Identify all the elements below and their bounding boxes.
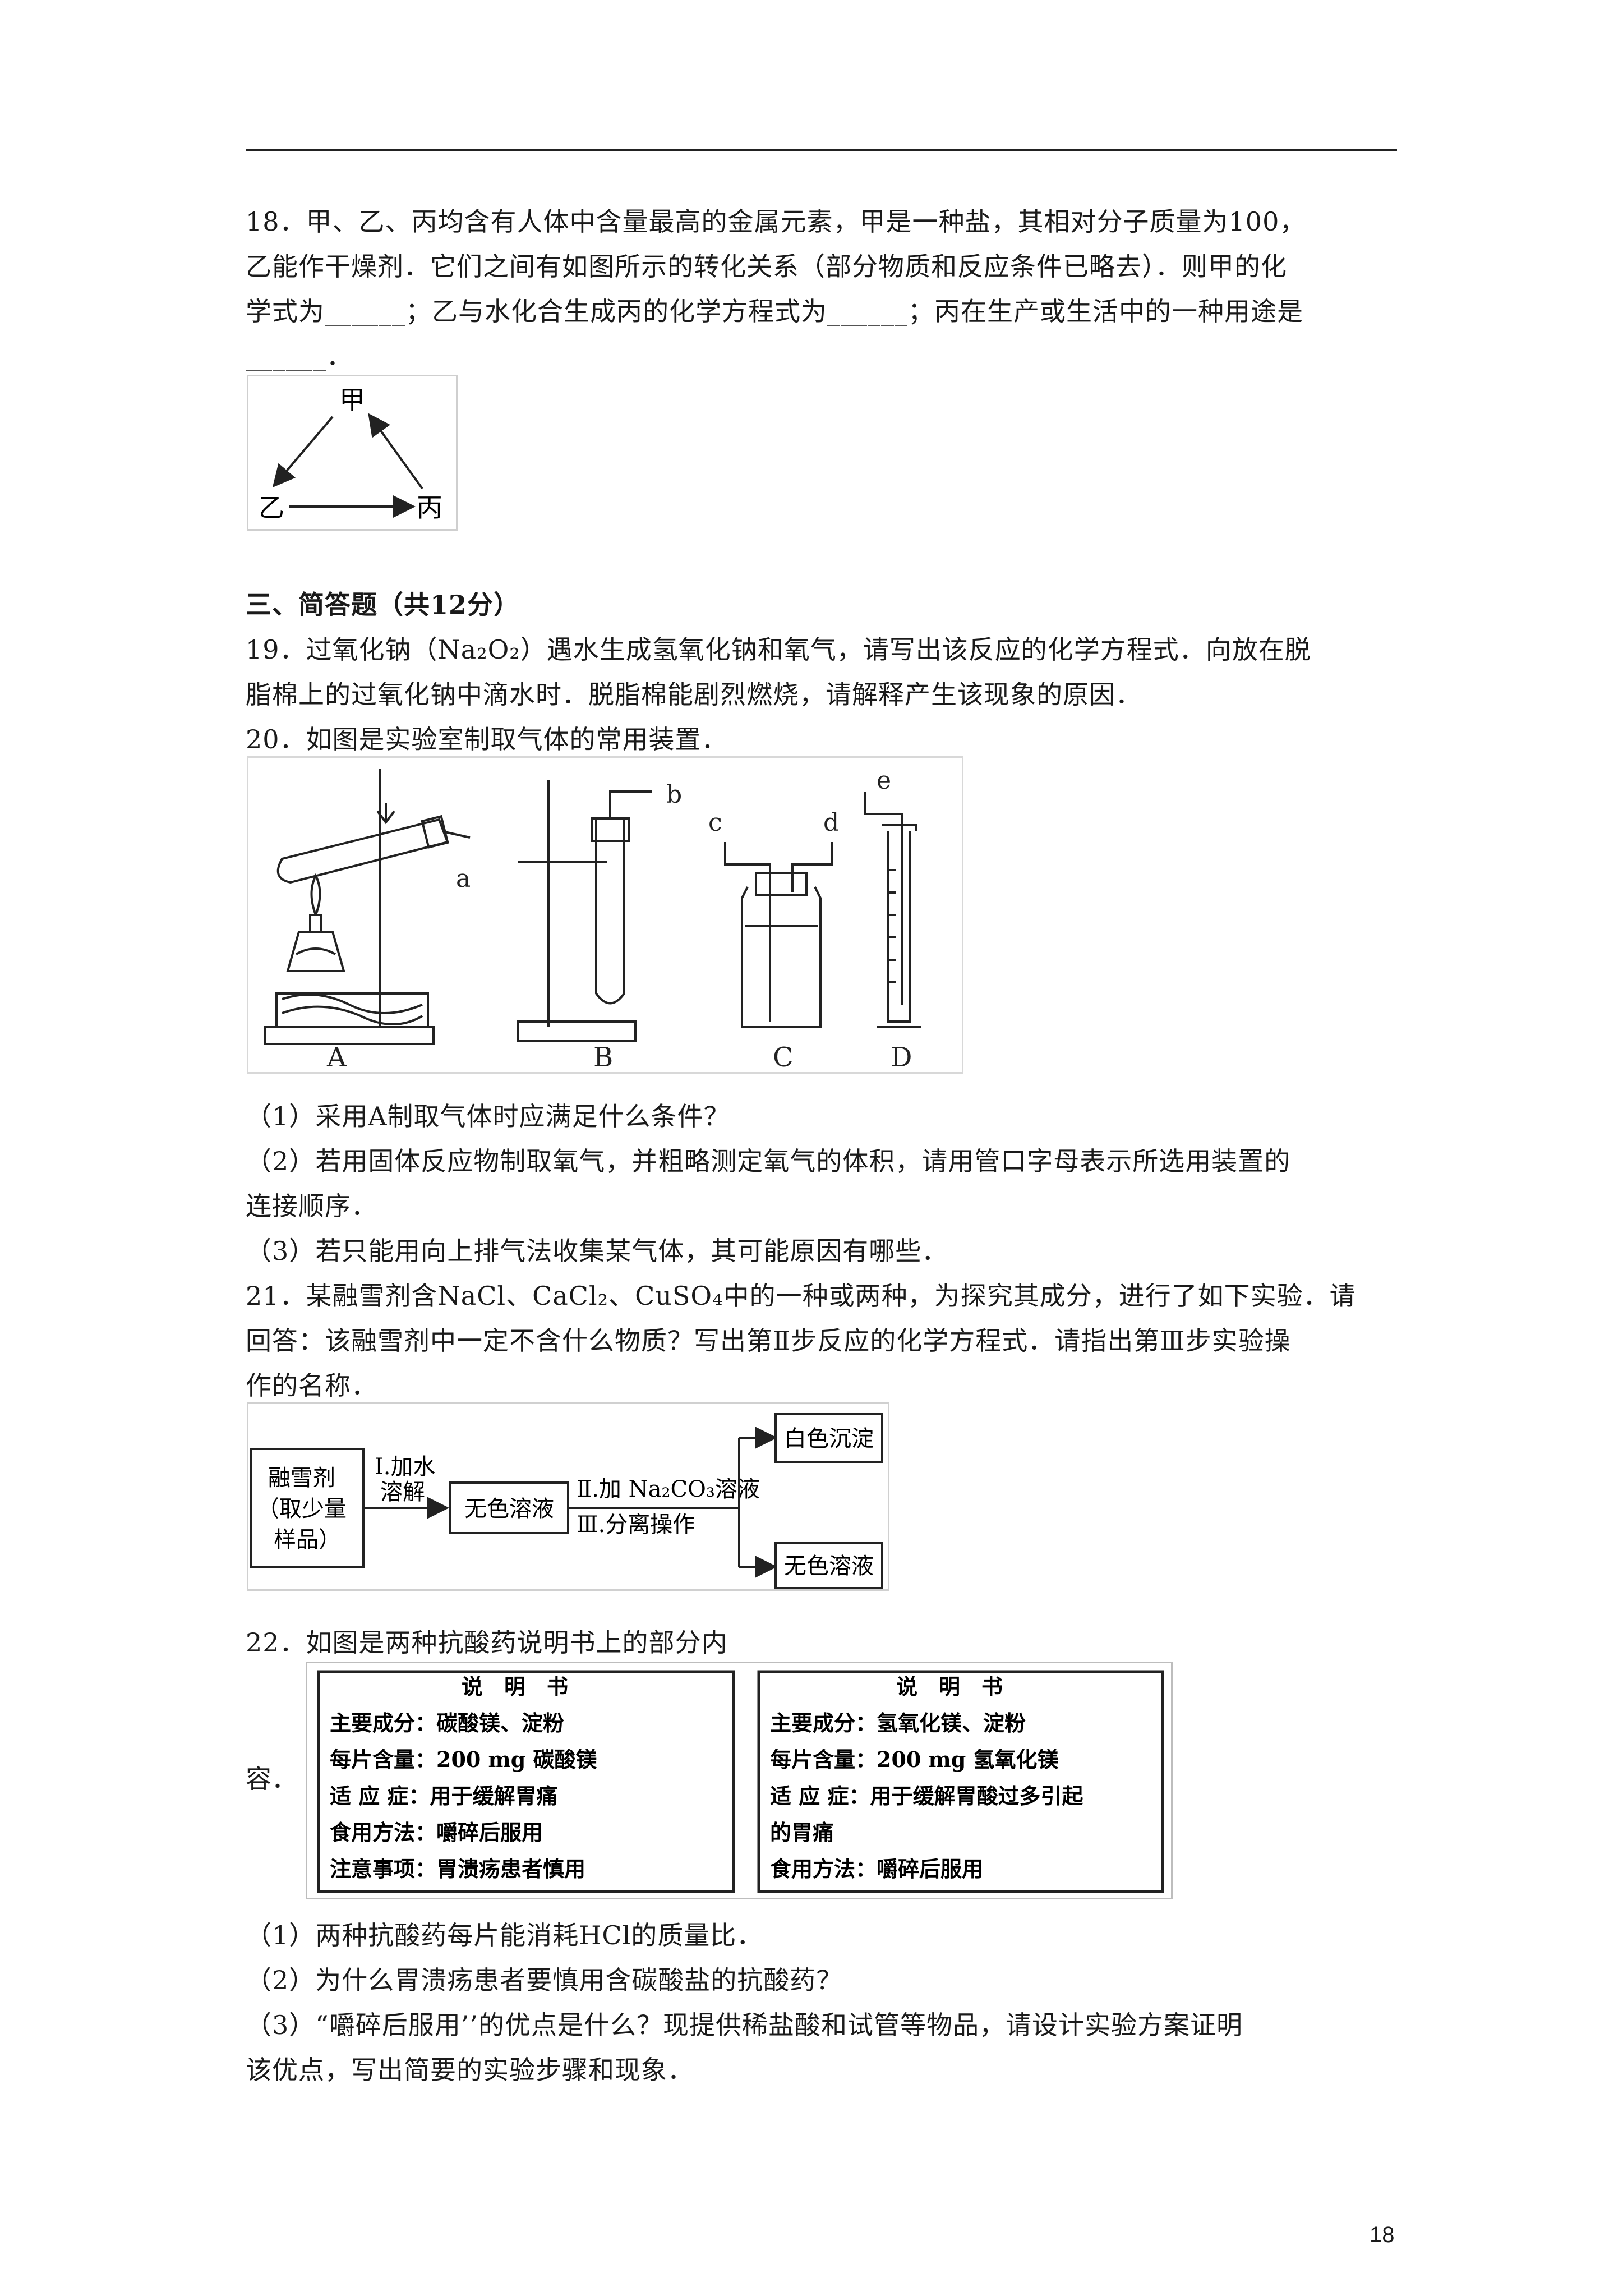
card-1-title: 说 明 书 (462, 1674, 568, 1699)
q22-line-1: 22．如图是两种抗酸药说明书上的部分内 (246, 1627, 728, 1658)
card-2-title: 说 明 书 (896, 1674, 1003, 1699)
arrow-bing-to-jia (368, 413, 423, 490)
section-title: 三、简答题（共12分） (246, 582, 1395, 627)
q22-sub-3b: 该优点，写出简要的实验步骤和现象． (246, 2055, 694, 2085)
c-bottle (741, 886, 822, 1028)
box-colorless-solution-out (774, 1542, 883, 1589)
label-C: C (773, 1042, 794, 1072)
q22-sub-3a: （3）“嚼碎后服用’’的优点是什么？现提供稀盐酸和试管等物品，请设计实验方案证明 (246, 2010, 1243, 2040)
q21-line-2: 回答：该融雪剂中一定不含什么物质？写出第Ⅱ步反应的化学方程式．请指出第Ⅲ步实验操 (246, 1326, 1291, 1356)
label-D: D (891, 1042, 912, 1072)
q19-line-1: 19．过氧化钠（Na₂O₂）遇水生成氢氧化钠和氧气，请写出该反应的化学方程式．向… (246, 634, 1311, 665)
label-A: A (326, 1042, 347, 1072)
card-2-row-3: 适 应 症：用于缓解胃酸过多引起 (770, 1783, 1083, 1809)
label-b: b (666, 780, 682, 809)
question-19: 19．过氧化钠（Na₂O₂）遇水生成氢氧化钠和氧气，请写出该反应的化学方程式．向… (246, 627, 1395, 717)
c-long-tube (724, 842, 771, 1022)
apparatus-d: e D (864, 766, 921, 1072)
q21-line-1: 21．某融雪剂含NaCl、CaCl₂、CuSO₄中的一种或两种，为探究其成分，进… (246, 1281, 1356, 1311)
card-1-row-4: 食用方法：嚼碎后服用 (330, 1820, 543, 1845)
q21-line-3: 作的名称． (246, 1370, 377, 1401)
q20-subquestions: （1）采用A制取气体时应满足什么条件？ （2）若用固体反应物制取氧气，并粗略测定… (246, 1094, 1395, 1408)
c-short-tube (791, 842, 833, 892)
card-2 (757, 1670, 1164, 1893)
label-c: c (708, 808, 722, 837)
a-outlet-tube (444, 831, 471, 839)
node-yi: 乙 (259, 493, 284, 523)
box-sample-line-2: （取少量 (257, 1496, 347, 1522)
q21-flow-diagram: 融雪剂 （取少量 样品） Ⅰ.加水 溶解 无色溶液 Ⅱ.加 Na₂CO₃溶液 Ⅲ… (247, 1402, 889, 1591)
q20-line-1: 20．如图是实验室制取气体的常用装置． (246, 724, 728, 754)
q22-sub-2: （2）为什么胃溃疡患者要慎用含碳酸盐的抗酸药？ (246, 1965, 843, 1995)
card-2-row-5: 食用方法：嚼碎后服用 (770, 1856, 983, 1881)
d-tube (864, 792, 903, 1005)
card-1-row-3: 适 应 症：用于缓解胃痛 (330, 1783, 557, 1809)
label-e: e (877, 766, 891, 795)
a-test-tube (276, 818, 449, 884)
label-a: a (456, 864, 471, 893)
card-2-row-2: 每片含量：200 mg 氢氧化镁 (770, 1747, 1059, 1772)
d-graduated-cylinder (887, 831, 911, 1023)
question-18: 18．甲、乙、丙均含有人体中含量最高的金属元素，甲是一种盐，其相对分子质量为10… (246, 199, 1395, 379)
box-colorless-solution-label: 无色溶液 (464, 1496, 554, 1522)
apparatus-b: b B (517, 780, 682, 1072)
q22-line-2: 容． (246, 1764, 297, 1794)
step-1-line-1: Ⅰ.加水 (375, 1454, 436, 1480)
q22-subquestions: （1）两种抗酸药每片能消耗HCl的质量比． （2）为什么胃溃疡患者要慎用含碳酸盐… (246, 1913, 1395, 2092)
q18-line-4: ______． (246, 341, 353, 371)
box-sample-line-1: 融雪剂 (268, 1465, 335, 1491)
b-base (517, 1020, 637, 1042)
q20-sub-2a: （2）若用固体反应物制取氧气，并粗略测定氧气的体积，请用管口字母表示所选用装置的 (246, 1146, 1291, 1176)
a-stopper (421, 815, 449, 849)
a-base (264, 1026, 435, 1045)
card-1-row-5: 注意事项：胃溃疡患者慎用 (330, 1856, 585, 1881)
c-stopper (755, 872, 808, 896)
header-rule (246, 149, 1397, 151)
q19-line-2: 脂棉上的过氧化钠中滴水时．脱脂棉能剧烈燃烧，请解释产生该现象的原因． (246, 679, 1142, 710)
card-1 (317, 1670, 735, 1893)
q22-instruction-cards: 说 明 书 主要成分：碳酸镁、淀粉 每片含量：200 mg 碳酸镁 适 应 症：… (306, 1662, 1173, 1899)
q18-line-2: 乙能作干燥剂．它们之间有如图所示的转化关系（部分物质和反应条件已略去）．则甲的化 (246, 251, 1287, 282)
label-B: B (593, 1042, 613, 1072)
box-white-precipitate (774, 1413, 883, 1463)
q18-line-3: 学式为______；乙与水化合生成丙的化学方程式为______；丙在生产或生活中… (246, 296, 1303, 326)
node-jia: 甲 (339, 385, 365, 415)
b-outlet-tube (609, 790, 652, 818)
step-2-label: Ⅱ.加 Na₂CO₃溶液 (577, 1476, 760, 1502)
step-3-label: Ⅲ.分离操作 (577, 1512, 695, 1538)
card-1-row-2: 每片含量：200 mg 碳酸镁 (330, 1747, 597, 1772)
box-colorless-solution-out-label: 无色溶液 (784, 1553, 874, 1579)
section-3-title: 三、简答题（共12分） (246, 590, 520, 620)
page-number: 18 (1370, 2223, 1395, 2247)
a-flame (310, 873, 321, 915)
q20-sub-1: （1）采用A制取气体时应满足什么条件？ (246, 1101, 730, 1131)
step-1-line-2: 溶解 (380, 1479, 425, 1505)
question-20: 20．如图是实验室制取气体的常用装置． (246, 717, 1395, 762)
apparatus-a: a A (264, 769, 471, 1072)
box-white-precipitate-label: 白色沉淀 (784, 1426, 874, 1452)
a-alcohol-lamp (286, 931, 345, 972)
apparatus-c: c d C (708, 808, 839, 1072)
q20-sub-2b: 连接顺序． (246, 1191, 377, 1221)
question-22: 22．如图是两种抗酸药说明书上的部分内 (246, 1620, 1395, 1665)
card-1-row-1: 主要成分：碳酸镁、淀粉 (330, 1710, 564, 1736)
box-sample-line-3: 样品） (274, 1527, 341, 1553)
card-2-row-1: 主要成分：氢氧化镁、淀粉 (770, 1710, 1026, 1736)
q20-sub-3: （3）若只能用向上排气法收集某气体，其可能原因有哪些． (246, 1236, 948, 1266)
arrow-jia-to-yi (272, 416, 334, 488)
q18-line-1: 18．甲、乙、丙均含有人体中含量最高的金属元素，甲是一种盐，其相对分子质量为10… (246, 206, 1306, 237)
label-d: d (823, 808, 839, 837)
card-2-row-4: 的胃痛 (770, 1820, 834, 1845)
b-test-tube (595, 820, 625, 1005)
q18-triangle-diagram: 甲 乙 丙 (247, 375, 458, 531)
q22-sub-1: （1）两种抗酸药每片能消耗HCl的质量比． (246, 1920, 763, 1950)
q20-apparatus-figure: a A b B c d C (247, 756, 963, 1074)
node-bing: 丙 (417, 493, 442, 523)
